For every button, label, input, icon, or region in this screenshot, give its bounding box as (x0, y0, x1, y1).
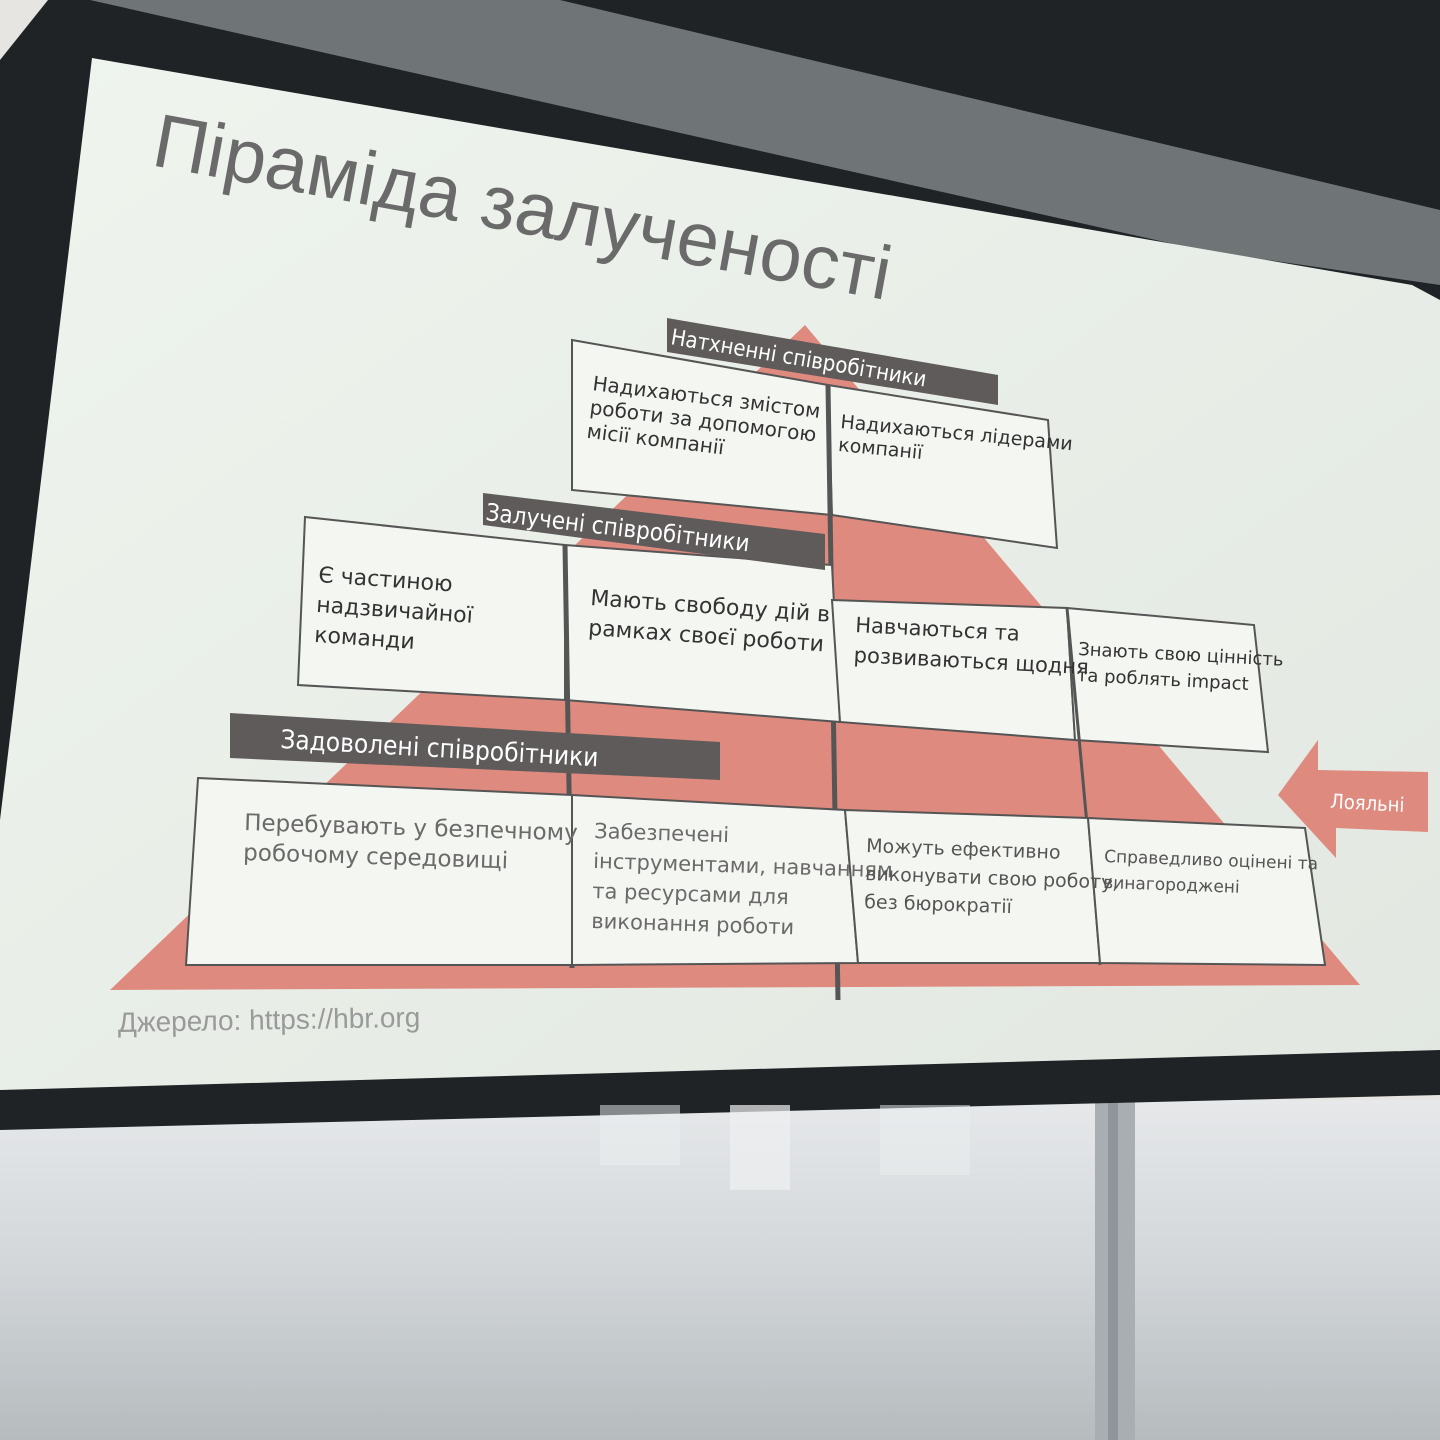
whiteboard (0, 1100, 1440, 1440)
whiteboard-divider-line (1108, 1095, 1118, 1440)
satisfied-cell-2-line-1: Забезпечені (594, 819, 730, 847)
satisfied-box-1 (184, 776, 573, 966)
engaged-box-4 (1065, 606, 1270, 754)
inspired-label-bar (667, 318, 998, 405)
satisfied-box-4 (1086, 816, 1327, 967)
loyal-arrow-label: Лояльні (1330, 789, 1405, 817)
light-reflection (880, 1105, 970, 1175)
satisfied-label-bar (230, 713, 720, 780)
engaged-label-bar (483, 493, 825, 570)
screen-top-housing (90, 0, 1440, 285)
satisfied-cell-4-line-2: винагороджені (1103, 873, 1240, 898)
light-reflection (730, 1105, 790, 1190)
source-note: Джерело: https://hbr.org (118, 1002, 421, 1038)
satisfied-cell-3-line-3: без бюрократії (864, 891, 1013, 918)
light-reflection (600, 1105, 680, 1165)
loyal-arrow (1278, 740, 1428, 858)
